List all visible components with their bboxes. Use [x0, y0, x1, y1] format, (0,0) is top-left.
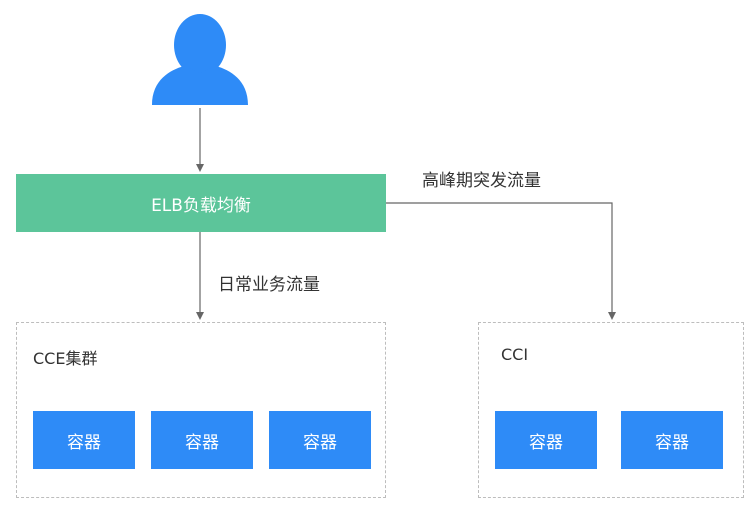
- cce-cluster-title: CCE集群: [33, 349, 98, 368]
- container-label: 容器: [529, 432, 563, 453]
- cce-container: 容器: [33, 411, 135, 469]
- user-icon: [152, 14, 248, 105]
- cce-container: 容器: [269, 411, 371, 469]
- cci-title: CCI: [501, 345, 529, 364]
- elb-load-balancer: ELB负载均衡: [16, 174, 386, 232]
- peak-traffic-label: 高峰期突发流量: [422, 171, 541, 191]
- cce-container: 容器: [151, 411, 253, 469]
- elb-to-cci-arrow: [386, 202, 616, 320]
- cce-cluster: CCE集群 容器 容器 容器: [16, 322, 386, 498]
- container-label: 容器: [67, 432, 101, 453]
- cci-container: 容器: [621, 411, 723, 469]
- cci-group: CCI 容器 容器: [478, 322, 744, 498]
- daily-traffic-label: 日常业务流量: [218, 275, 320, 295]
- container-label: 容器: [303, 432, 337, 453]
- cci-container: 容器: [495, 411, 597, 469]
- container-label: 容器: [185, 432, 219, 453]
- container-label: 容器: [655, 432, 689, 453]
- elb-label: ELB负载均衡: [151, 195, 251, 216]
